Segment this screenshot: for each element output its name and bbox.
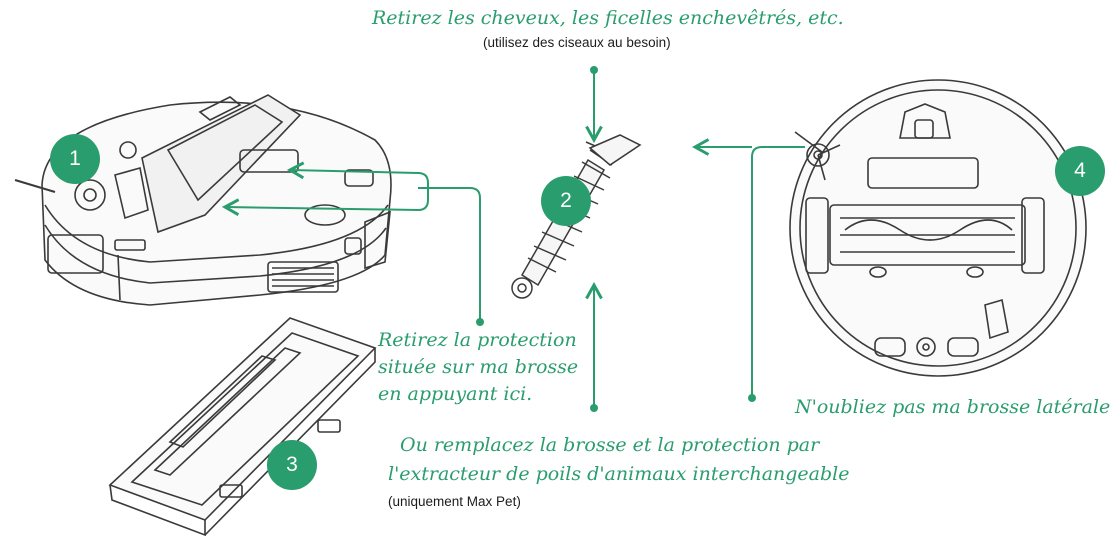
step-badge-3: 3 [267,440,317,490]
open-lid [141,94,302,234]
instruction-replace-brush-line2: l'extracteur de poils d'animaux intercha… [388,463,850,485]
instruction-remove-cover-line3: en appuyant ici. [378,383,533,405]
step-badge-4: 4 [1055,146,1105,196]
step-badge-1: 1 [50,134,100,184]
instruction-replace-brush-line1: Ou remplacez la brosse et la protection … [400,434,820,456]
instruction-side-brush: N'oubliez pas ma brosse latérale [795,396,1111,418]
instruction-remove-cover-line1: Retirez la protection [378,329,577,351]
vent-grille [267,261,339,293]
instruction-remove-cover-line2: située sur ma brosse [378,356,579,378]
robot-top-illustration [14,94,392,306]
connectors [225,66,805,412]
instruction-remove-hair: Retirez les cheveux, les ficelles enchev… [372,7,844,29]
step-badge-2: 2 [541,176,591,226]
instruction-remove-hair-note: (utilisez des ciseaux au besoin) [483,35,671,50]
brush-cover-illustration [108,317,377,537]
robot-bottom-illustration [789,79,1087,377]
instruction-replace-brush-note: (uniquement Max Pet) [388,494,521,509]
main-brush-slot [829,204,1026,266]
